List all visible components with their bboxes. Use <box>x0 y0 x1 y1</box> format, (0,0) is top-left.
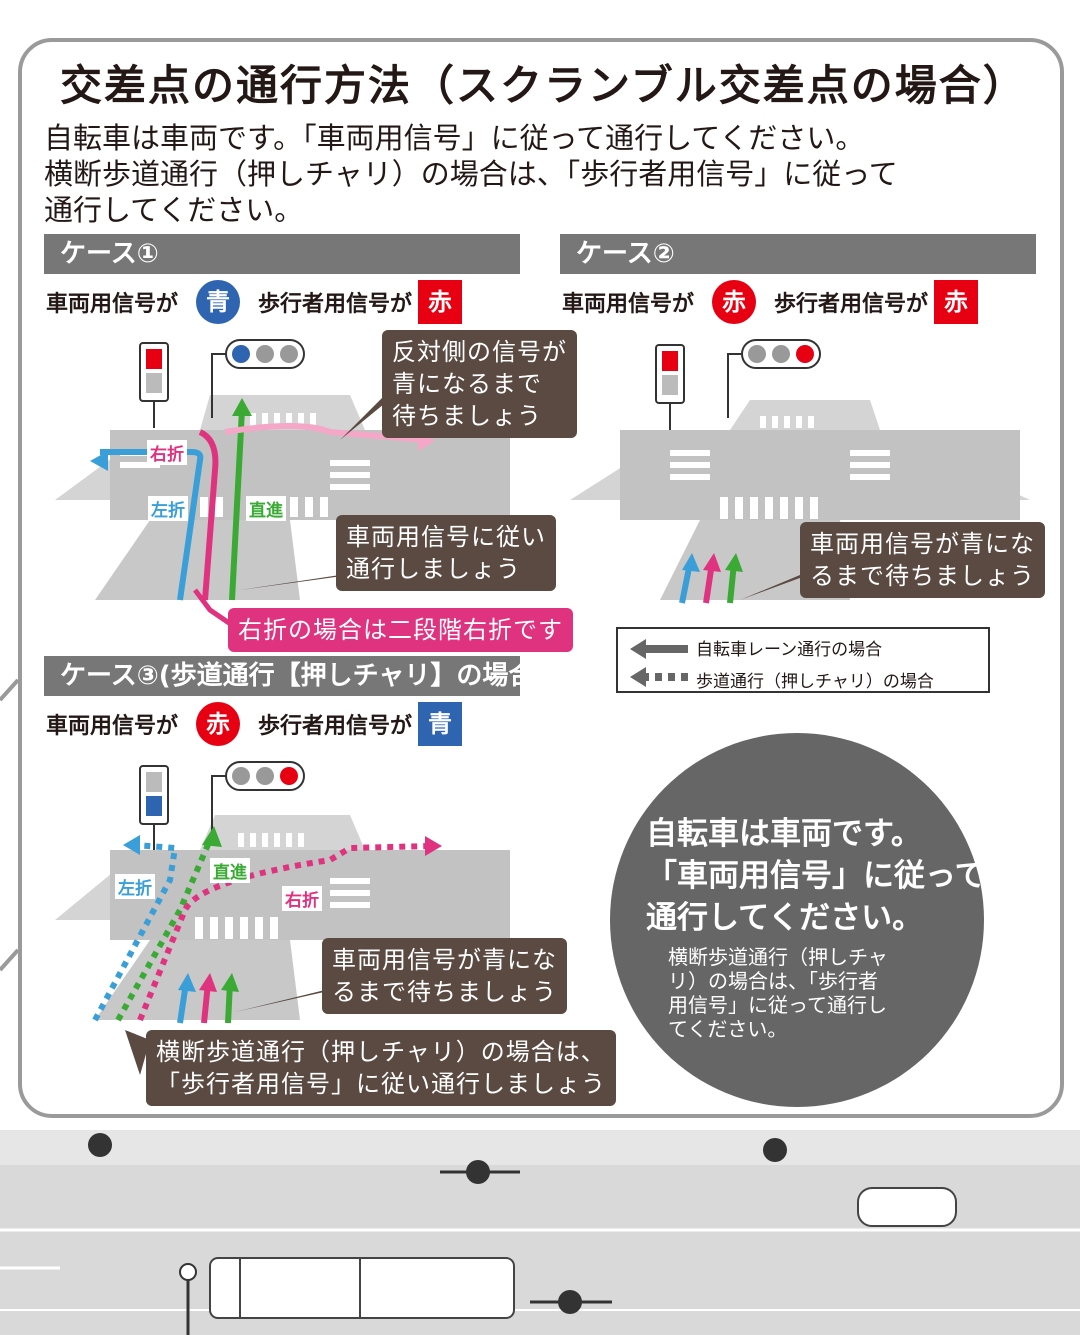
case1-callout-follow: 車両用信号に従い 通行しましょう <box>336 515 556 591</box>
case2-header: ケース② <box>560 234 1036 274</box>
callout-line: るまで待ちましょう <box>810 562 1035 590</box>
intro-line: 通行してください。 <box>44 193 304 227</box>
pedestrian-signal-label: 歩行者用信号が <box>258 714 413 739</box>
right-turn-label: 右折 <box>147 440 187 465</box>
vehicle-signal-badge: 赤 <box>196 702 241 746</box>
page-title: 交差点の通行方法（スクランブル交差点の場合） <box>60 61 1027 110</box>
case3-header: ケース③(歩道通行【押しチャリ】の場合) <box>44 656 546 696</box>
road-scene <box>0 1130 1080 1335</box>
case3-callout-crosswalk: 横断歩道通行（押しチャリ）の場合は、 「歩行者用信号」に従い通行しましょう <box>146 1030 616 1106</box>
callout-line: 「歩行者用信号」に従い通行しましょう <box>156 1070 606 1098</box>
case2-intersection <box>570 339 1030 604</box>
summary-sub-line: リ）の場合は、「歩行者 <box>668 969 878 993</box>
vehicle-signal-label: 車両用信号が <box>46 292 179 317</box>
callout-line: 待ちましょう <box>392 402 542 430</box>
summary-line: 「車両用信号」に従って <box>646 858 986 894</box>
summary-line: 通行してください。 <box>646 900 924 936</box>
callout-line: 車両用信号が青にな <box>810 530 1035 558</box>
case3-signal-row: 車両用信号が赤歩行者用信号が青 <box>46 702 463 746</box>
pedestrian-signal-badge: 青 <box>418 702 463 746</box>
legend-lane: 自転車レーン通行の場合 <box>696 640 883 660</box>
vehicle-signal-label: 車両用信号が <box>46 714 179 739</box>
left-turn-label: 左折 <box>115 874 155 899</box>
callout-line: るまで待ちましょう <box>332 978 557 1006</box>
callout-line: 通行しましょう <box>346 555 521 583</box>
case1-signal-row: 車両用信号が青歩行者用信号が赤 <box>46 280 463 324</box>
pedestrian-signal-badge: 赤 <box>418 280 463 324</box>
intro-line: 横断歩道通行（押しチャリ）の場合は、「歩行者用信号」に従って <box>44 157 898 191</box>
intro-line: 自転車は車両です。「車両用信号」に従って通行してください。 <box>44 121 865 155</box>
callout-line: 車両用信号に従い <box>346 523 546 551</box>
summary-sub: 横断歩道通行（押しチャ リ）の場合は、「歩行者 用信号」に従って通行し てくださ… <box>668 945 888 1041</box>
case3-callout-wait: 車両用信号が青にな るまで待ちましょう <box>322 938 567 1014</box>
callout-line: 青になるまで <box>392 370 542 398</box>
case1-callout-wait: 反対側の信号が 青になるまで 待ちましょう <box>382 330 577 438</box>
intro-text: 自転車は車両です。「車両用信号」に従って通行してください。 横断歩道通行（押しチ… <box>44 120 1034 228</box>
summary-main: 自転車は車両です。 「車両用信号」に従って 通行してください。 <box>646 813 985 939</box>
legend-sidewalk: 歩道通行（押しチャリ）の場合 <box>696 672 934 692</box>
callout-line: 車両用信号が青にな <box>332 946 557 974</box>
right-turn-label: 右折 <box>282 886 322 911</box>
case2-signal-row: 車両用信号が赤歩行者用信号が赤 <box>562 280 979 324</box>
case1-callout-right-turn: 右折の場合は二段階右折です <box>228 608 573 652</box>
legend-arrow-icons <box>630 639 688 687</box>
vehicle-signal-label: 車両用信号が <box>562 292 695 317</box>
case1-header: ケース① <box>44 234 520 274</box>
summary-sub-line: 用信号」に従って通行し <box>668 993 887 1017</box>
callout-line: 横断歩道通行（押しチャリ）の場合は、 <box>156 1038 606 1066</box>
straight-label: 直進 <box>210 858 250 883</box>
pedestrian-signal-badge: 赤 <box>934 280 979 324</box>
left-turn-label: 左折 <box>148 496 188 521</box>
pedestrian-signal-label: 歩行者用信号が <box>258 292 413 317</box>
vehicle-signal-badge: 青 <box>196 280 241 324</box>
summary-line: 自転車は車両です。 <box>646 816 922 852</box>
summary-sub-line: 横断歩道通行（押しチャ <box>668 945 888 969</box>
vehicle-signal-badge: 赤 <box>712 280 757 324</box>
straight-label: 直進 <box>246 496 286 521</box>
case2-callout-wait: 車両用信号が青にな るまで待ちましょう <box>800 522 1045 598</box>
case3-intersection <box>55 761 510 1075</box>
summary-sub-line: てください。 <box>668 1017 788 1041</box>
callout-line: 反対側の信号が <box>392 338 567 366</box>
summary-circle: 自転車は車両です。 「車両用信号」に従って 通行してください。 横断歩道通行（押… <box>610 733 985 1107</box>
pedestrian-signal-label: 歩行者用信号が <box>774 292 929 317</box>
legend: 自転車レーン通行の場合 歩道通行（押しチャリ）の場合 <box>616 627 990 693</box>
